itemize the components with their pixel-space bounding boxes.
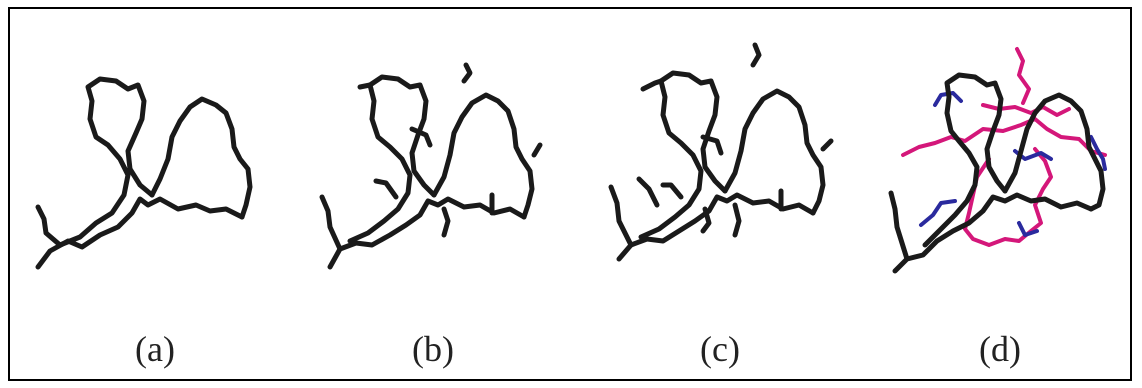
branch-8 [820, 138, 834, 152]
branch-5 [441, 206, 451, 238]
panel-d: (d) [865, 9, 1135, 379]
blue-chain-3 [919, 199, 957, 227]
branch-4 [700, 134, 724, 156]
panel-d-label: (d) [979, 329, 1021, 369]
branch-3 [409, 126, 433, 148]
polymer-network-a [35, 76, 253, 270]
polymer-network-b [319, 62, 543, 270]
loop-right [431, 92, 535, 220]
backbone-chain [327, 196, 527, 270]
loop-left [638, 70, 728, 240]
branch-7 [531, 142, 543, 158]
panel-c-label: (c) [700, 329, 740, 369]
blue-chain-5 [1089, 135, 1107, 171]
magenta-chain-3 [1015, 47, 1031, 105]
backbone-chain [35, 196, 245, 270]
branch-8 [461, 62, 473, 84]
polymer-network-d [888, 47, 1107, 274]
branch-1 [888, 190, 910, 262]
loop-right [722, 88, 826, 216]
panel-a: (a) [20, 9, 290, 379]
magenta-chain-4 [963, 147, 1053, 247]
branch-3 [636, 176, 660, 208]
branch-1 [319, 194, 343, 252]
branch-4 [373, 178, 399, 200]
branch-start [35, 204, 63, 248]
backbone-chain [616, 192, 816, 262]
loop-left [922, 72, 1008, 248]
magenta-chain-2 [981, 103, 1071, 117]
branch-9 [750, 42, 762, 68]
panel-a-label: (a) [135, 329, 175, 369]
panel-b-label: (b) [412, 329, 454, 369]
magenta-chain-1 [901, 117, 1107, 157]
branch-5 [660, 182, 684, 200]
branch-6 [732, 202, 742, 238]
loop-right [1002, 92, 1106, 212]
loop-right [149, 96, 253, 220]
backbone-chain [892, 192, 1094, 274]
branch-10 [700, 206, 712, 234]
loop-left [57, 76, 155, 248]
panel-c: (c) [585, 9, 855, 379]
panel-b: (b) [298, 9, 568, 379]
blue-chain-4 [1017, 221, 1039, 237]
branch-2 [357, 82, 373, 90]
polymer-network-c [608, 42, 834, 262]
branch-2 [640, 78, 664, 92]
figure-frame: (a) (b) [8, 7, 1132, 381]
branch-1 [608, 184, 634, 248]
